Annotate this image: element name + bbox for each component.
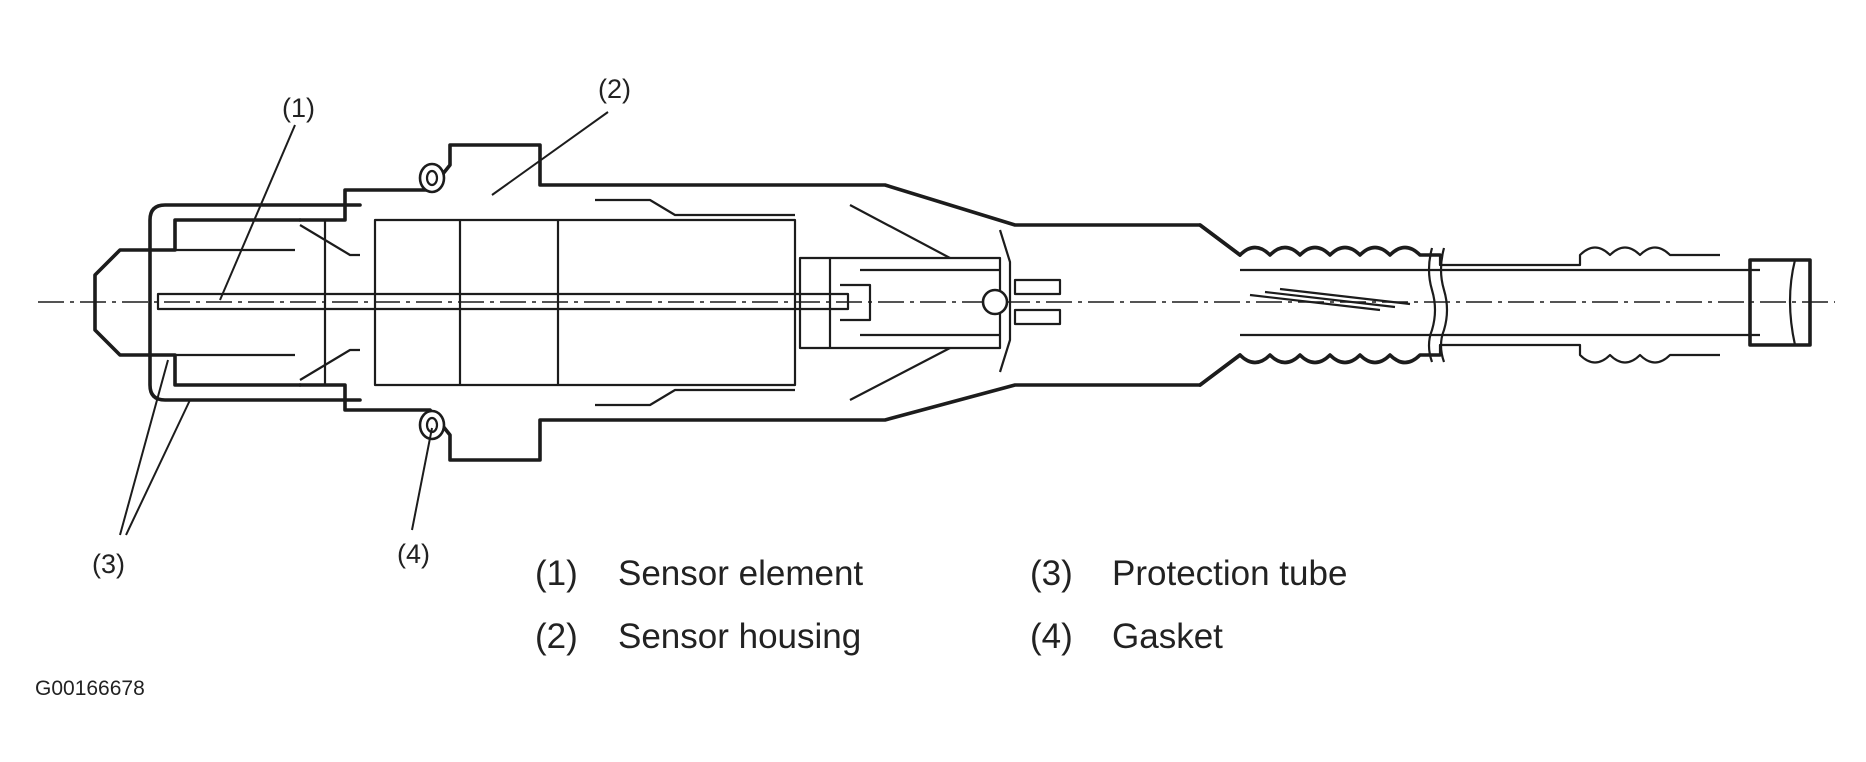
legend-4-number: (4) <box>1030 617 1073 656</box>
sensor-element <box>156 256 1062 350</box>
callout-1: (1) <box>219 93 315 301</box>
legend-1-number: (1) <box>535 554 578 593</box>
callout-3-label: (3) <box>92 549 125 579</box>
legend-2-label: Sensor housing <box>618 617 861 656</box>
callout-2-label: (2) <box>598 74 631 104</box>
gasket <box>418 162 446 441</box>
callout-1-label: (1) <box>282 93 315 123</box>
sensor-housing <box>298 143 1242 462</box>
callout-2: (2) <box>491 74 631 196</box>
callout-3: (3) <box>92 359 191 579</box>
legend-4-label: Gasket <box>1112 617 1223 656</box>
legend-3-label: Protection tube <box>1112 554 1347 593</box>
legend-1-label: Sensor element <box>618 554 863 593</box>
legend-2-number: (2) <box>535 617 578 656</box>
legend: (1) Sensor element (2) Sensor housing (3… <box>535 554 1347 656</box>
callout-4: (4) <box>397 427 433 569</box>
sensor-cable <box>1198 223 1812 387</box>
legend-3-number: (3) <box>1030 554 1073 593</box>
callout-4-label: (4) <box>397 539 430 569</box>
protection-tube <box>93 203 362 402</box>
figure-id: G00166678 <box>35 677 145 700</box>
